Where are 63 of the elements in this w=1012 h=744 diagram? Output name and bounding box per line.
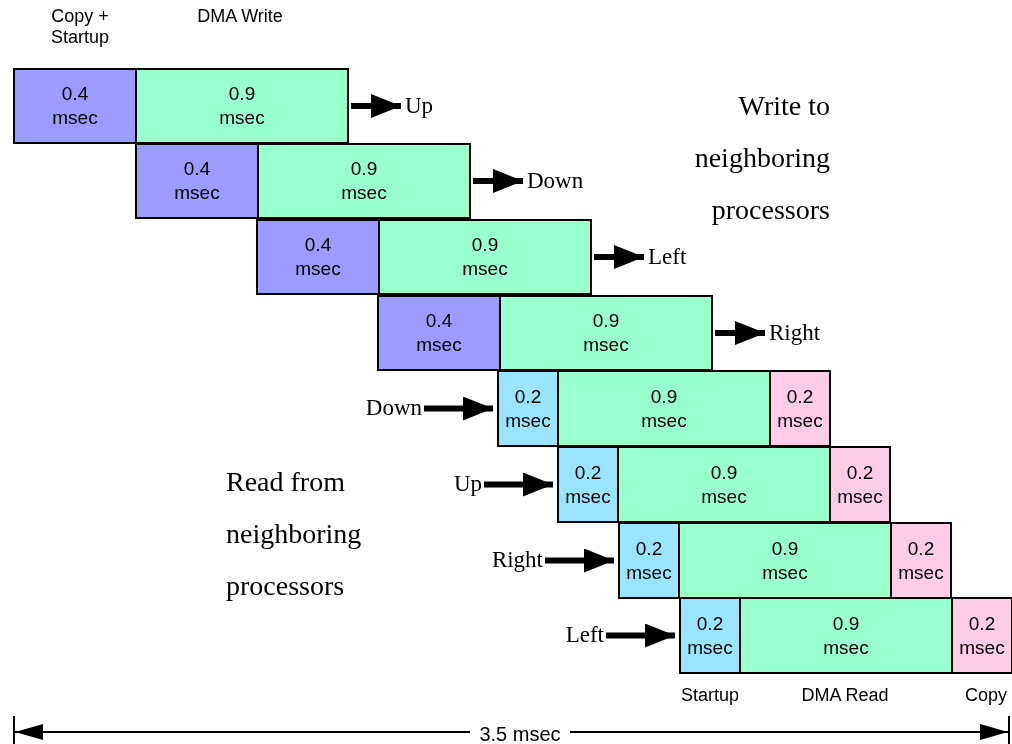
duration-text: 0.9 msec [462,233,508,281]
dma-block [678,522,892,599]
duration-text: 0.2 msec [626,536,672,585]
dma-block [557,370,771,447]
duration-text: 0.4 msec [295,233,341,281]
direction-label: Down [527,165,607,197]
startup-block [497,370,559,447]
duration-text: 0.2 msec [959,611,1005,660]
duration-text: 0.9 msec [701,460,747,509]
arrow [351,94,401,118]
copy-block [890,522,952,599]
arrow [594,245,644,269]
label-text: DMA Read [800,684,890,707]
duration-text: 0.2 msec [777,384,823,433]
dma-block [257,143,471,219]
duration-text: 0.4 msec [52,82,98,130]
label-text: DMA Write [196,6,284,27]
duration-text: 0.2 msec [898,536,944,585]
direction-label: Right [769,317,849,349]
startup-block [679,597,741,674]
arrow [606,623,675,648]
arrow [424,396,493,421]
copy-startup-block [13,68,137,144]
duration-text: 0.9 msec [219,82,265,130]
direction-label: Right [483,544,543,576]
duration-text: 0.4 msec [174,157,220,205]
duration-text: 0.2 msec [837,460,883,509]
dma-block [499,295,713,371]
label-text: Copy + Startup [49,6,110,48]
duration-text: 0.9 msec [641,384,687,433]
duration-text: 0.2 msec [565,460,611,509]
label-text: Startup [679,684,740,707]
duration-text: 0.2 msec [687,611,733,660]
label-text: Read from neighboring processors [226,465,363,603]
direction-label: Up [422,468,482,500]
duration-text: 0.9 msec [762,536,808,585]
direction-label: Left [648,241,728,273]
arrow [484,472,553,497]
arrow [715,321,765,345]
direction-label: Up [405,90,485,122]
copy-startup-block [256,219,380,295]
duration-text: 0.4 msec [416,309,462,357]
duration-text: 0.9 msec [341,157,387,205]
dma-block [378,219,592,295]
startup-block [557,446,619,523]
duration-text: 0.9 msec [823,611,869,660]
label-text: Copy [964,684,1008,707]
label-text: Write to neighboring processors [693,89,830,227]
direction-label: Left [544,619,604,651]
copy-block [769,370,831,447]
copy-startup-block [135,143,259,219]
startup-block [618,522,680,599]
arrow [473,169,523,193]
dma-block [739,597,953,674]
copy-startup-block [377,295,501,371]
copy-block [951,597,1012,674]
copy-block [829,446,891,523]
dma-block [617,446,831,523]
duration-text: 0.2 msec [505,384,551,433]
dma-block [135,68,349,144]
duration-text: 0.9 msec [583,309,629,357]
arrow [545,548,614,573]
direction-label: Down [342,392,422,424]
